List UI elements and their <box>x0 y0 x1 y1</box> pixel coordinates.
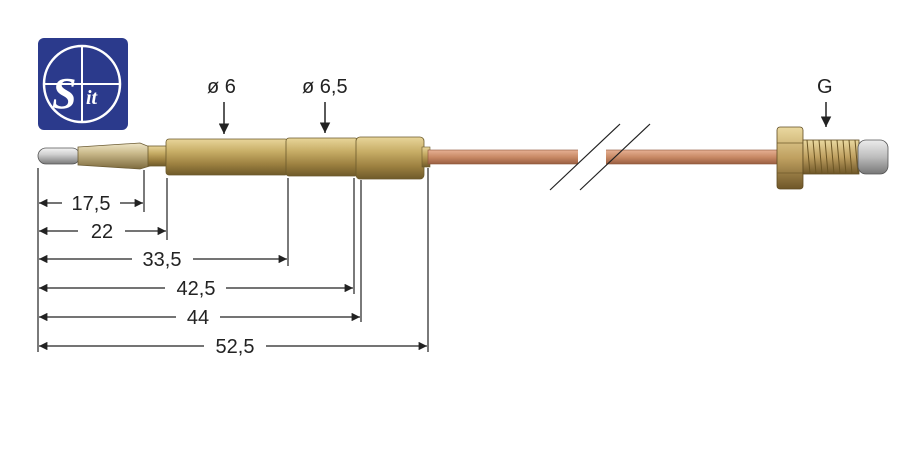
thread-ridge <box>806 139 811 175</box>
diameter-6-label: ø 6 <box>207 76 236 98</box>
dimension-42-5: 42,5 <box>39 278 353 300</box>
extension-lines <box>37 168 429 352</box>
dimension-44: 44 <box>39 307 360 329</box>
connector-fitting <box>776 126 889 190</box>
thread-ridge <box>812 139 817 175</box>
dimension-22: 22 <box>39 221 166 243</box>
hex-nut <box>776 126 804 190</box>
thread-ridge <box>848 139 853 175</box>
dimension-52-5: 52,5 <box>39 336 427 358</box>
thread-ridge <box>836 139 841 175</box>
thermocouple-tip <box>37 142 151 170</box>
thread-ridge <box>818 139 823 175</box>
dimension-33-5-label: 33,5 <box>143 249 182 271</box>
thread-ridge <box>842 139 847 175</box>
dimension-52-5-label: 52,5 <box>216 336 255 358</box>
diameter-6-5-callout: ø 6,5 <box>302 76 348 133</box>
dimension-42-5-label: 42,5 <box>177 278 216 300</box>
brass-body <box>147 136 431 180</box>
thread-ridge <box>824 139 829 175</box>
sit-logo: S it <box>38 38 128 130</box>
break-line-1 <box>549 123 621 191</box>
diameter-6-callout: ø 6 <box>207 76 236 134</box>
logo-lettering-small: it <box>86 87 99 109</box>
thread-g-callout: G <box>817 76 833 127</box>
dimension-33-5: 33,5 <box>39 249 287 271</box>
thread-ridge <box>830 139 835 175</box>
diameter-6-5-label: ø 6,5 <box>302 76 348 98</box>
dimension-17-5: 17,5 <box>39 193 143 215</box>
thread <box>802 139 860 175</box>
break-line-2 <box>579 123 651 191</box>
dimension-17-5-label: 17,5 <box>72 193 111 215</box>
logo-lettering: S <box>52 69 76 118</box>
copper-tube <box>427 123 784 191</box>
fitting-cap <box>857 139 889 175</box>
thread-ridge <box>854 139 859 175</box>
dimension-44-label: 44 <box>187 307 209 329</box>
thread-g-label: G <box>817 76 833 98</box>
dimension-22-label: 22 <box>91 221 113 243</box>
